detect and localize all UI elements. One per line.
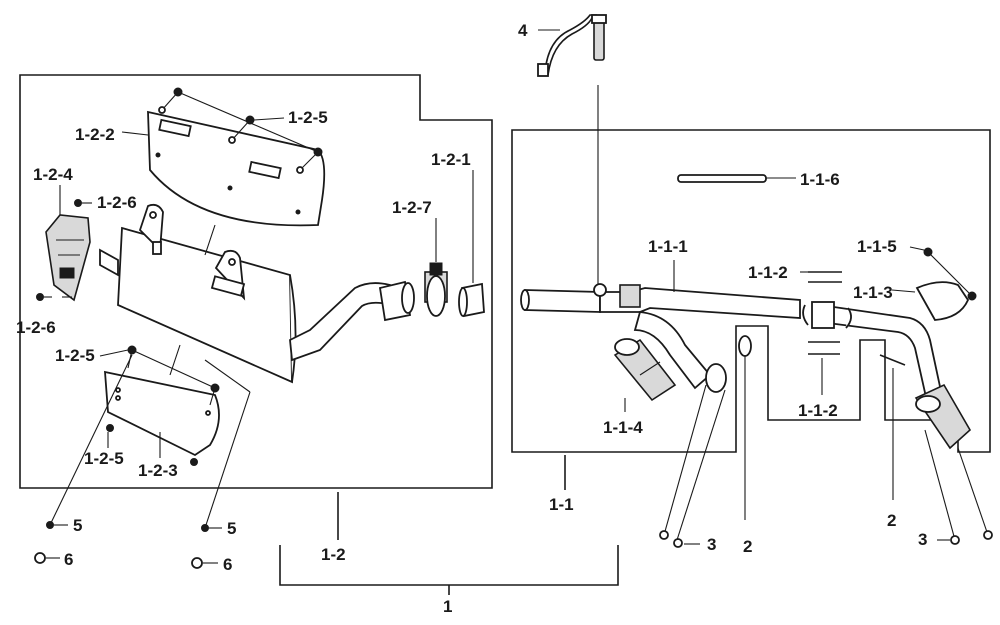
label-1-2-5-low: 1-2-5 [84,449,124,468]
label-1-2-5-mid: 1-2-5 [55,346,95,365]
screws-1-2-6 [36,199,92,301]
label-1-2-4: 1-2-4 [33,165,73,184]
label-1-2-6-top: 1-2-6 [97,193,137,212]
label-1-2-6-left: 1-2-6 [16,318,56,337]
group-box-1-2 [19,74,493,489]
catalytic-converter [613,338,677,402]
joint-gaskets [802,271,852,395]
leader-heatshield-upper [204,224,216,256]
label-1-1-1: 1-1-1 [648,237,688,256]
label-3-left: 3 [707,535,716,554]
port-gaskets [738,335,906,520]
label-2-right: 2 [887,511,896,530]
label-1-1-4: 1-1-4 [603,418,643,437]
group-box-1-1 [511,129,991,453]
label-1-1-2-bottom: 1-1-2 [798,401,838,420]
label-1-1-5: 1-1-5 [857,237,897,256]
label-6-left: 6 [64,550,73,569]
label-4: 4 [518,21,528,40]
muffler-body [99,203,297,384]
washer-nut-left [34,354,133,564]
muffler-mid-pipe [289,282,394,362]
label-1-2-1: 1-2-1 [431,150,471,169]
washer-nut-right [191,359,251,569]
bolt-set-lower [106,345,220,466]
heat-shield-upper [147,110,326,227]
bolt-set-upper [158,87,323,174]
label-3-right: 3 [918,530,927,549]
label-1-1: 1-1 [549,495,574,514]
gasket [458,282,485,318]
label-1-2: 1-2 [321,545,346,564]
flange-nuts [659,384,993,548]
label-1-1-6: 1-1-6 [800,170,840,189]
label-1-2-7: 1-2-7 [392,198,432,217]
leader-1-1-3 [891,289,916,293]
heat-shield-lower [104,370,220,457]
label-2-left: 2 [743,537,752,556]
rod [677,174,796,183]
leader-heatshield-lower [169,344,181,376]
label-1: 1 [443,597,452,616]
clamp [378,262,448,322]
end-cap [45,214,91,302]
label-1-1-3: 1-1-3 [853,283,893,302]
leader-1-1-5 [909,246,925,251]
leader-1-2-5-top [253,117,285,121]
leader-1-2-2 [121,131,149,136]
o2-sensor [537,14,607,285]
header-pipe [520,283,972,450]
label-6-right: 6 [223,555,232,574]
label-1-2-5-top: 1-2-5 [288,108,328,127]
leader-1-2-5-mid [99,349,129,357]
label-5-right: 5 [227,519,236,538]
label-1-1-2-top: 1-1-2 [748,263,788,282]
header-heat-guard [915,247,977,321]
label-1-2-2: 1-2-2 [75,125,115,144]
label-1-2-3: 1-2-3 [138,461,178,480]
label-5-left: 5 [73,516,82,535]
